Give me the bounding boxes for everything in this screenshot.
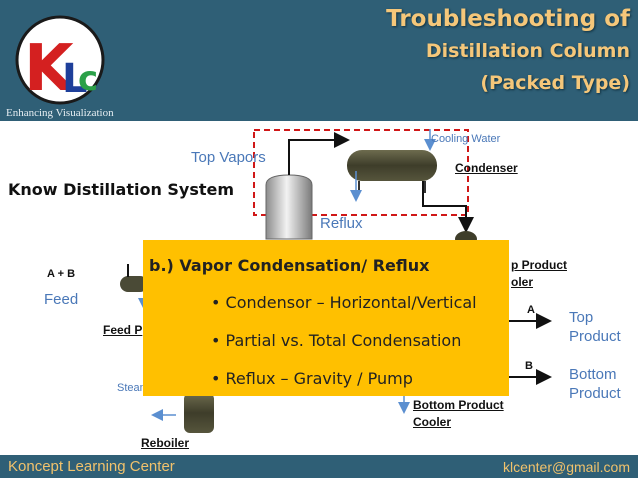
title-line-2: Distillation Column [425, 40, 630, 62]
stream-b-label: B [525, 360, 533, 372]
callout-bullet: • Partial vs. Total Condensation [211, 331, 462, 350]
slide-heading: Know Distillation System [8, 180, 235, 199]
footer-email: klcenter@gmail.com [502, 459, 630, 475]
condenser-system-dashed-box [253, 129, 469, 216]
callout-bullet-text: Condensor – Horizontal/Vertical [225, 293, 477, 312]
bottom-cooler-label-2: Cooler [413, 415, 452, 429]
callout-title: b.) Vapor Condensation/ Reflux [149, 256, 430, 275]
feed-stream-label: A + B [47, 268, 76, 280]
bottom-product-label-2: Product [569, 385, 621, 402]
title-line-1: Troubleshooting of [386, 6, 630, 32]
top-product-cooler-label-1: p Product [511, 258, 567, 272]
callout-bullet-text: Partial vs. Total Condensation [225, 331, 462, 350]
top-product-label-1: Top [569, 309, 594, 326]
callout-bullet: • Condensor – Horizontal/Vertical [211, 293, 477, 312]
feed-label: Feed [44, 291, 79, 308]
title-line-3: (Packed Type) [480, 72, 630, 94]
callout-bullet: • Reflux – Gravity / Pump [211, 369, 413, 388]
svg-text:L: L [62, 56, 88, 102]
condensate-line [422, 181, 474, 233]
top-product-cooler-label-2: oler [511, 275, 534, 289]
bottom-cooler-label-1: Bottom Product [413, 398, 504, 412]
header-banner [0, 0, 638, 121]
stream-a-label: A [527, 304, 535, 316]
distillation-column [265, 174, 313, 240]
condenser-label: Condenser [455, 161, 518, 175]
logo-tagline: Enhancing Visualization [6, 107, 114, 119]
reflux-label: Reflux [320, 215, 363, 232]
steam-label: Steam [117, 382, 149, 394]
footer-organization: Koncept Learning Center [8, 458, 175, 475]
svg-text:K: K [24, 32, 76, 106]
feed-preheater [120, 276, 148, 292]
feed-preheater-label: Feed P [103, 323, 143, 337]
svg-text:c: c [78, 59, 98, 99]
bottom-product-label-1: Bottom [569, 366, 617, 383]
top-vapor-line [288, 132, 350, 175]
cooling-water-label: Cooling Water [431, 133, 501, 145]
callout-box: b.) Vapor Condensation/ Reflux • Condens… [143, 240, 509, 396]
footer-banner [0, 455, 638, 478]
callout-bullet-text: Reflux – Gravity / Pump [225, 369, 413, 388]
top-product-label-2: Product [569, 328, 621, 345]
reboiler-vessel [184, 393, 214, 433]
top-vapors-label: Top Vapors [191, 149, 266, 166]
reboiler-label: Reboiler [141, 436, 190, 450]
klc-logo: K L c [15, 15, 105, 106]
